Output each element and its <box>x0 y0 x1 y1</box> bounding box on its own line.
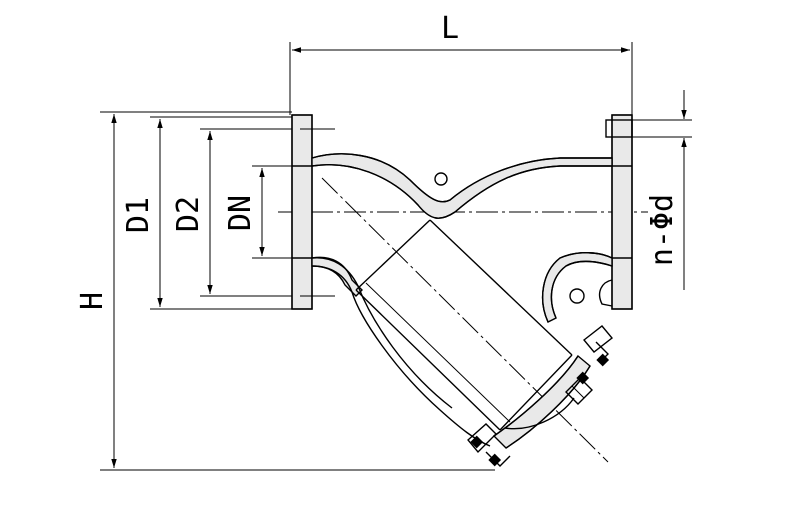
dimension-label-h: H <box>75 292 110 310</box>
dimension-d1: D1 <box>121 116 292 310</box>
centerlines <box>278 177 648 463</box>
dimension-label-d1: D1 <box>121 197 156 233</box>
dimension-label-d2: D2 <box>171 196 206 232</box>
dimension-bolt-holes: n-Φd <box>630 90 692 290</box>
dimension-dn: DN <box>223 165 292 259</box>
dimension-label-l: L <box>441 11 459 46</box>
dimension-l: L <box>289 11 633 115</box>
dimension-label-bolt-holes: n-Φd <box>645 194 680 266</box>
strainer-body <box>291 114 633 467</box>
dimension-h: H <box>75 111 495 471</box>
dimension-label-dn: DN <box>223 195 258 231</box>
